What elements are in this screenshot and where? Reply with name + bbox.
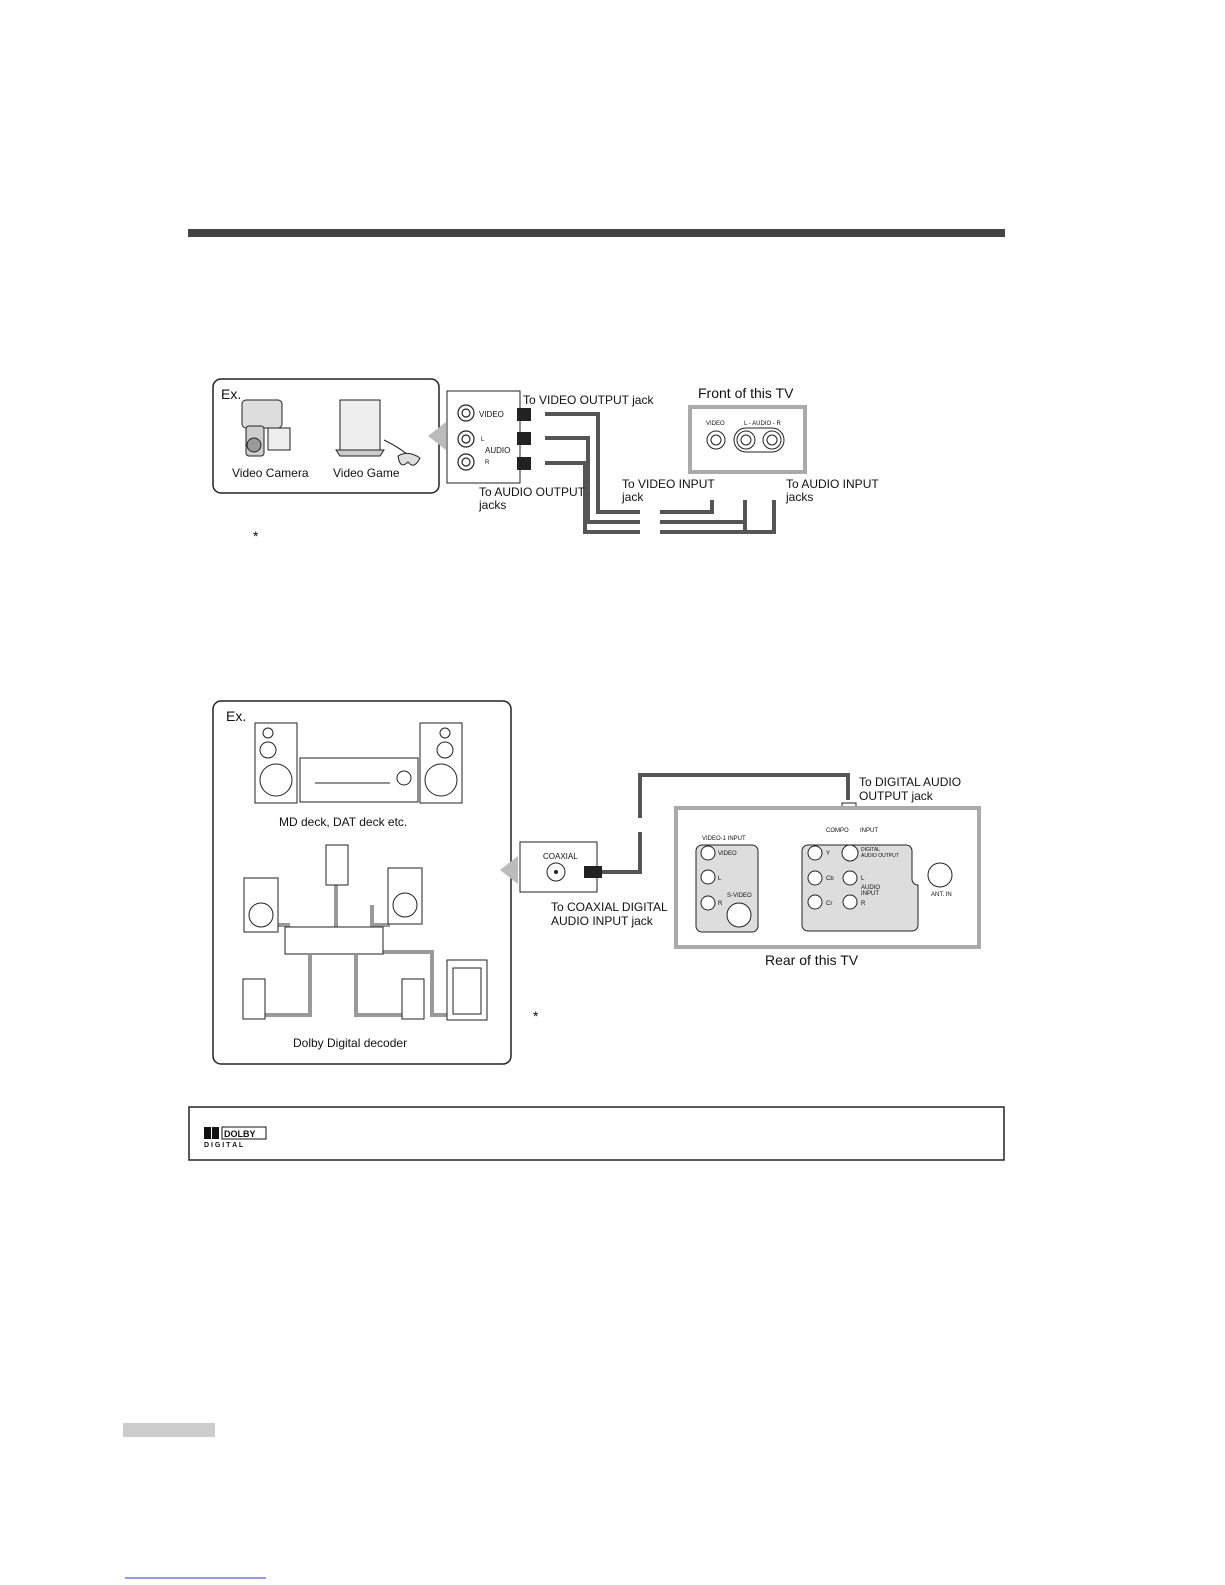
dolby-note-box <box>188 1106 1005 1161</box>
to-audio-input-label: To AUDIO INPUT <box>786 477 879 491</box>
svg-text:DOLBY: DOLBY <box>224 1129 256 1139</box>
tv-rear-title: Rear of this TV <box>765 952 859 968</box>
arrow-icon <box>500 856 518 884</box>
jack-label: VIDEO <box>706 421 725 427</box>
jack-label: AUDIO OUTPUT <box>861 853 899 859</box>
rca-cables <box>545 412 776 534</box>
arrow-icon <box>428 422 446 450</box>
jack-label: INPUT <box>861 891 879 897</box>
jack-label: L <box>861 876 865 882</box>
jack-label: INPUT <box>860 828 878 834</box>
footnote-asterisk: * <box>253 528 259 544</box>
svg-text:D I G I T A L: D I G I T A L <box>204 1142 244 1149</box>
to-coaxial-label: AUDIO INPUT jack <box>551 914 654 928</box>
jack-label: R <box>861 901 866 907</box>
jack-label: VIDEO <box>718 851 737 857</box>
jack-label: COMPO <box>826 828 849 834</box>
device-label: Video Camera <box>232 466 309 480</box>
to-video-input-label: jack <box>621 490 644 504</box>
video-game-icon <box>335 399 421 466</box>
to-audio-output-label: To AUDIO OUTPUT <box>479 485 586 499</box>
device-label: Video Game <box>333 466 400 480</box>
footnote-asterisk: * <box>533 1008 539 1024</box>
to-video-input-label: To VIDEO INPUT <box>622 477 715 491</box>
jack-label: Cr <box>826 901 832 907</box>
jack-label: Y <box>826 851 830 857</box>
jack-label: VIDEO <box>479 410 504 419</box>
device-label: Dolby Digital decoder <box>293 1036 407 1050</box>
to-digital-output-label: To DIGITAL AUDIO <box>859 775 961 789</box>
to-coaxial-label: To COAXIAL DIGITAL <box>551 900 668 914</box>
md-deck-icon <box>254 722 463 804</box>
video-camera-icon <box>241 399 291 457</box>
example-label: Ex. <box>226 708 246 724</box>
to-audio-output-label: jacks <box>478 498 506 512</box>
tv-front-title: Front of this TV <box>698 385 794 401</box>
jack-label: Cb <box>826 876 834 882</box>
dolby-digital-logo: DOLBY D I G I T A L <box>204 1126 267 1149</box>
jack-label: L - AUDIO - R <box>744 421 781 427</box>
page-tab <box>123 1423 215 1437</box>
jack-label: R <box>485 460 490 466</box>
coaxial-cable <box>600 773 850 874</box>
jack-label: COAXIAL <box>543 852 578 861</box>
jack-label: ANT. IN <box>931 892 952 898</box>
jack-label: L <box>718 876 722 882</box>
jack-label: DIGITAL <box>861 847 880 853</box>
jack-label: AUDIO <box>485 446 510 455</box>
jack-label: S-VIDEO <box>727 893 752 899</box>
to-video-output-label: To VIDEO OUTPUT jack <box>523 393 654 407</box>
jack-label: AUDIO <box>861 885 880 891</box>
header-rule <box>188 229 1005 237</box>
to-digital-output-label: OUTPUT jack <box>859 789 934 803</box>
jack-label: L <box>481 437 485 443</box>
to-audio-input-label: jacks <box>785 490 813 504</box>
device-label: MD deck, DAT deck etc. <box>279 815 407 829</box>
dolby-decoder-icon <box>242 844 488 1021</box>
example-label: Ex. <box>221 386 241 402</box>
jack-label: R <box>718 901 723 907</box>
jack-label: VIDEO-1 INPUT <box>702 836 746 842</box>
